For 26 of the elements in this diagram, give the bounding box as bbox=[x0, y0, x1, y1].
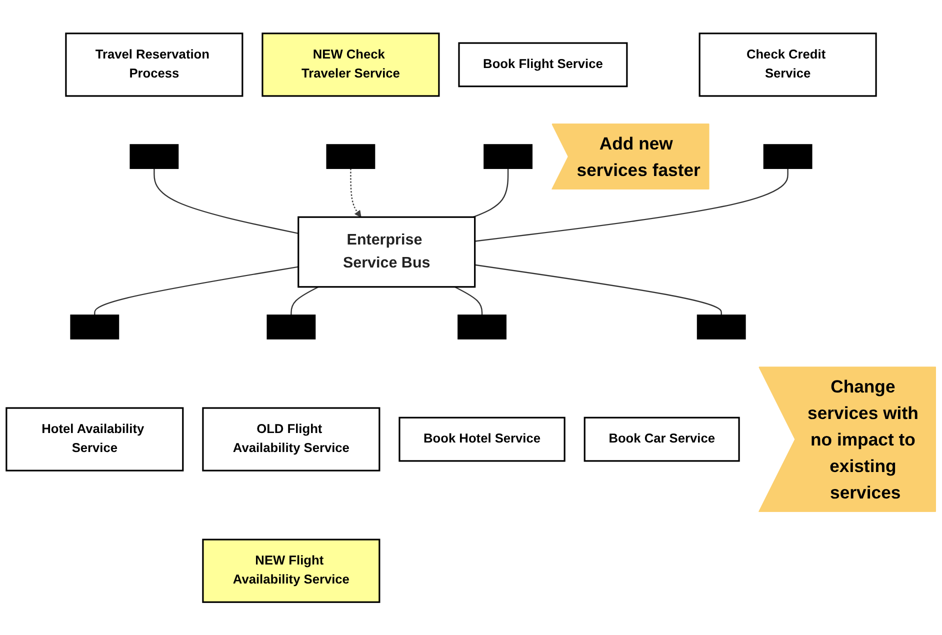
node-bar bbox=[326, 144, 376, 169]
node-bar bbox=[70, 314, 120, 340]
node-box: Book Flight Service bbox=[458, 42, 628, 87]
arrow bbox=[350, 168, 362, 218]
node-bar bbox=[696, 314, 746, 340]
node-box: OLD Flight Availability Service bbox=[202, 406, 380, 472]
node-box: Book Hotel Service bbox=[398, 416, 566, 462]
connector bbox=[474, 264, 722, 315]
node-box: Check Credit Service bbox=[698, 32, 877, 96]
node-box: NEW Check Traveler Service bbox=[262, 32, 440, 96]
node-bar bbox=[763, 144, 812, 169]
node-bar bbox=[484, 144, 533, 169]
node-box: Hotel Availability Service bbox=[6, 406, 184, 472]
node-bar bbox=[266, 314, 316, 340]
node-bar bbox=[458, 314, 506, 340]
connector bbox=[154, 168, 298, 234]
connector bbox=[474, 168, 788, 242]
node-box: Enterprise Service Bus bbox=[298, 216, 476, 288]
connector bbox=[454, 286, 483, 315]
node-box: Book Car Service bbox=[584, 416, 740, 462]
connector bbox=[290, 286, 319, 315]
node-box: Travel Reservation Process bbox=[65, 32, 244, 96]
node-box: NEW Flight Availability Service bbox=[202, 538, 380, 603]
connector bbox=[94, 266, 298, 315]
node-bar bbox=[130, 144, 179, 169]
connector bbox=[472, 168, 509, 218]
